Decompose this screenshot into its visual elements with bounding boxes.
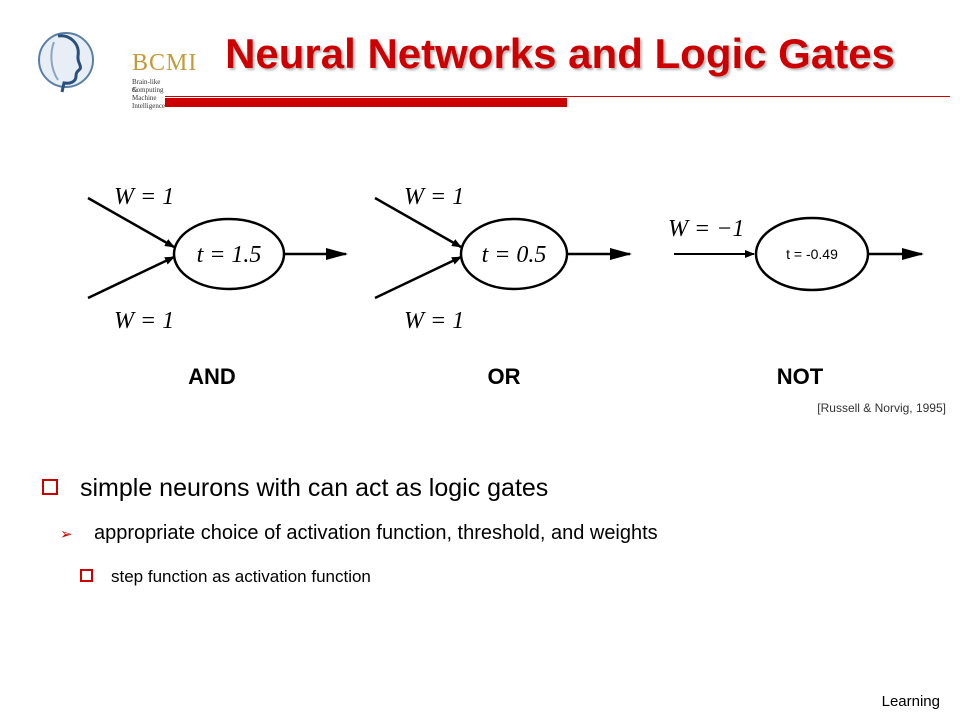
or-threshold: t = 0.5	[482, 242, 547, 268]
and-top-input-arrow	[87, 196, 175, 249]
or-label: OR	[488, 364, 521, 389]
or-bottom-weight: W = 1	[404, 308, 464, 334]
logo-subtitle-line-3: Machine Intelligence	[132, 94, 166, 110]
and-gate: W = 1 W = 1 t = 1.5 AND	[87, 184, 348, 389]
and-bottom-input-arrow	[87, 255, 175, 300]
bullet-level-3-text: step function as activation function	[111, 567, 371, 586]
logic-gates-diagram: W = 1 W = 1 t = 1.5 AND W = 1 W = 1 t = …	[87, 184, 924, 389]
bullet-level-3: step function as activation function	[80, 567, 371, 587]
and-top-weight: W = 1	[114, 184, 174, 210]
and-threshold: t = 1.5	[197, 242, 262, 268]
not-gate: W = −1 t = -0.49 NOT	[668, 216, 924, 389]
square-bullet-icon	[42, 479, 58, 496]
bullet-level-2: ➢ appropriate choice of activation functi…	[60, 522, 658, 545]
or-bottom-input-arrow	[374, 255, 462, 300]
or-gate: W = 1 W = 1 t = 0.5 OR	[374, 184, 632, 389]
bullet-level-1-text: simple neurons with can act as logic gat…	[80, 474, 549, 502]
or-top-weight: W = 1	[404, 184, 464, 210]
square-bullet-icon	[80, 569, 93, 583]
logo-subtitle-line-1: Brain-like Computing	[132, 78, 164, 94]
title-underline	[165, 96, 950, 97]
bullet-level-1: simple neurons with can act as logic gat…	[42, 474, 548, 503]
arrow-bullet-icon: ➢	[60, 526, 73, 543]
title-accent-bar	[165, 98, 567, 107]
bcmi-logo: BCMI Brain-like Computing & Machine Inte…	[36, 22, 196, 110]
or-top-input-arrow	[374, 196, 462, 249]
logo-subtitle-line-2: &	[132, 86, 138, 94]
not-weight: W = −1	[668, 216, 744, 242]
bullet-level-2-text: appropriate choice of activation functio…	[94, 522, 658, 544]
logo-name: BCMI	[132, 50, 198, 76]
head-profile-icon	[38, 32, 94, 93]
not-threshold: t = -0.49	[786, 246, 838, 262]
citation: [Russell & Norvig, 1995]	[817, 401, 946, 415]
not-label: NOT	[777, 364, 824, 389]
slide-title: Neural Networks and Logic Gates	[225, 30, 895, 77]
and-label: AND	[188, 364, 236, 389]
footer-text: Learning	[881, 693, 940, 710]
and-bottom-weight: W = 1	[114, 308, 174, 334]
